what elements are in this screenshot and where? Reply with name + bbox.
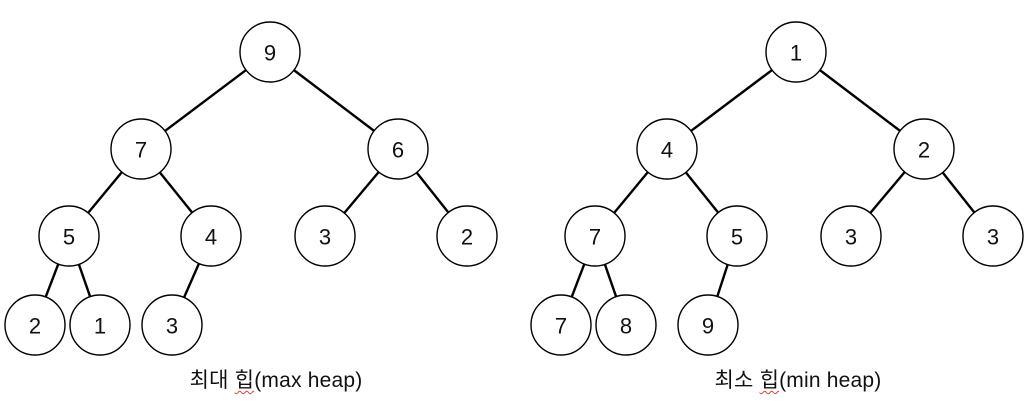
- heap-edge: [613, 171, 649, 214]
- heap-node-value: 2: [29, 314, 41, 339]
- heap-edge: [603, 263, 618, 298]
- heap-node-value: 2: [918, 138, 930, 163]
- heap-edge: [415, 171, 450, 214]
- heap-edge: [819, 69, 901, 132]
- heap-node-value: 4: [661, 138, 673, 163]
- heap-edge: [570, 263, 586, 298]
- min-heap-caption-prefix: 최소: [714, 369, 760, 392]
- heap-node-value: 7: [589, 225, 601, 250]
- max-heap-caption: 최대 힙(max heap): [190, 368, 363, 394]
- heap-node-value: 5: [731, 225, 743, 250]
- heap-node-circle: [636, 118, 698, 180]
- heap-node-value: 1: [94, 314, 106, 339]
- heap-node-circle: [239, 21, 301, 83]
- heap-node-circle: [110, 118, 172, 180]
- heap-node-circle: [765, 21, 827, 83]
- heap-node-circle: [962, 205, 1024, 267]
- heap-node-value: 3: [987, 225, 999, 250]
- min-heap-caption: 최소 힙(min heap): [715, 368, 882, 394]
- heap-edge: [164, 69, 247, 132]
- heap-edge: [869, 171, 906, 214]
- heap-node-circle: [294, 205, 356, 267]
- heap-edge: [343, 171, 380, 214]
- heap-node-value: 2: [461, 225, 473, 250]
- heap-edge: [77, 263, 92, 298]
- heap-edge: [690, 69, 773, 132]
- heap-node-circle: [69, 294, 131, 356]
- heap-node-value: 5: [63, 225, 75, 250]
- max-heap-caption-suffix: (max heap): [254, 369, 363, 392]
- heap-node-value: 8: [620, 314, 632, 339]
- heap-node-circle: [564, 205, 626, 267]
- heap-node-circle: [180, 205, 242, 267]
- heap-node-value: 4: [205, 225, 217, 250]
- max-heap-tree: 9 7 6 5 4 3 2 2 1 3: [4, 21, 498, 356]
- heap-edge: [87, 171, 123, 214]
- heap-node-value: 3: [319, 225, 331, 250]
- heap-node-value: 3: [845, 225, 857, 250]
- heap-node-value: 1: [790, 41, 802, 66]
- heap-edge: [158, 171, 194, 214]
- heap-node-circle: [595, 294, 657, 356]
- heap-node-circle: [706, 205, 768, 267]
- heap-node-circle: [367, 118, 429, 180]
- heap-node-circle: [436, 205, 498, 267]
- heap-node-value: 6: [392, 138, 404, 163]
- heap-node-value: 7: [135, 138, 147, 163]
- heap-node-circle: [141, 294, 203, 356]
- heap-node-value: 3: [166, 314, 178, 339]
- max-heap-caption-heap-word: 힙: [234, 369, 255, 392]
- min-heap-caption-suffix: (min heap): [779, 369, 882, 392]
- heap-edge: [293, 69, 375, 132]
- heap-edge: [716, 264, 729, 297]
- heap-node-value: 9: [702, 314, 714, 339]
- heap-node-value: 9: [264, 41, 276, 66]
- heap-node-circle: [38, 205, 100, 267]
- min-heap-tree: 1 4 2 7 5 3 3 7 8 9: [530, 21, 1024, 356]
- min-heap-caption-heap-word: 힙: [759, 369, 780, 392]
- heap-node-circle: [677, 294, 739, 356]
- heap-node-circle: [820, 205, 882, 267]
- heap-node-circle: [893, 118, 955, 180]
- heap-edge: [941, 171, 976, 214]
- max-heap-caption-prefix: 최대: [189, 369, 235, 392]
- heap-node-circle: [530, 294, 592, 356]
- heap-edge: [684, 171, 720, 214]
- heap-node-circle: [4, 294, 66, 356]
- heap-node-value: 7: [555, 314, 567, 339]
- heap-edge: [182, 262, 201, 299]
- heap-edge: [44, 263, 60, 298]
